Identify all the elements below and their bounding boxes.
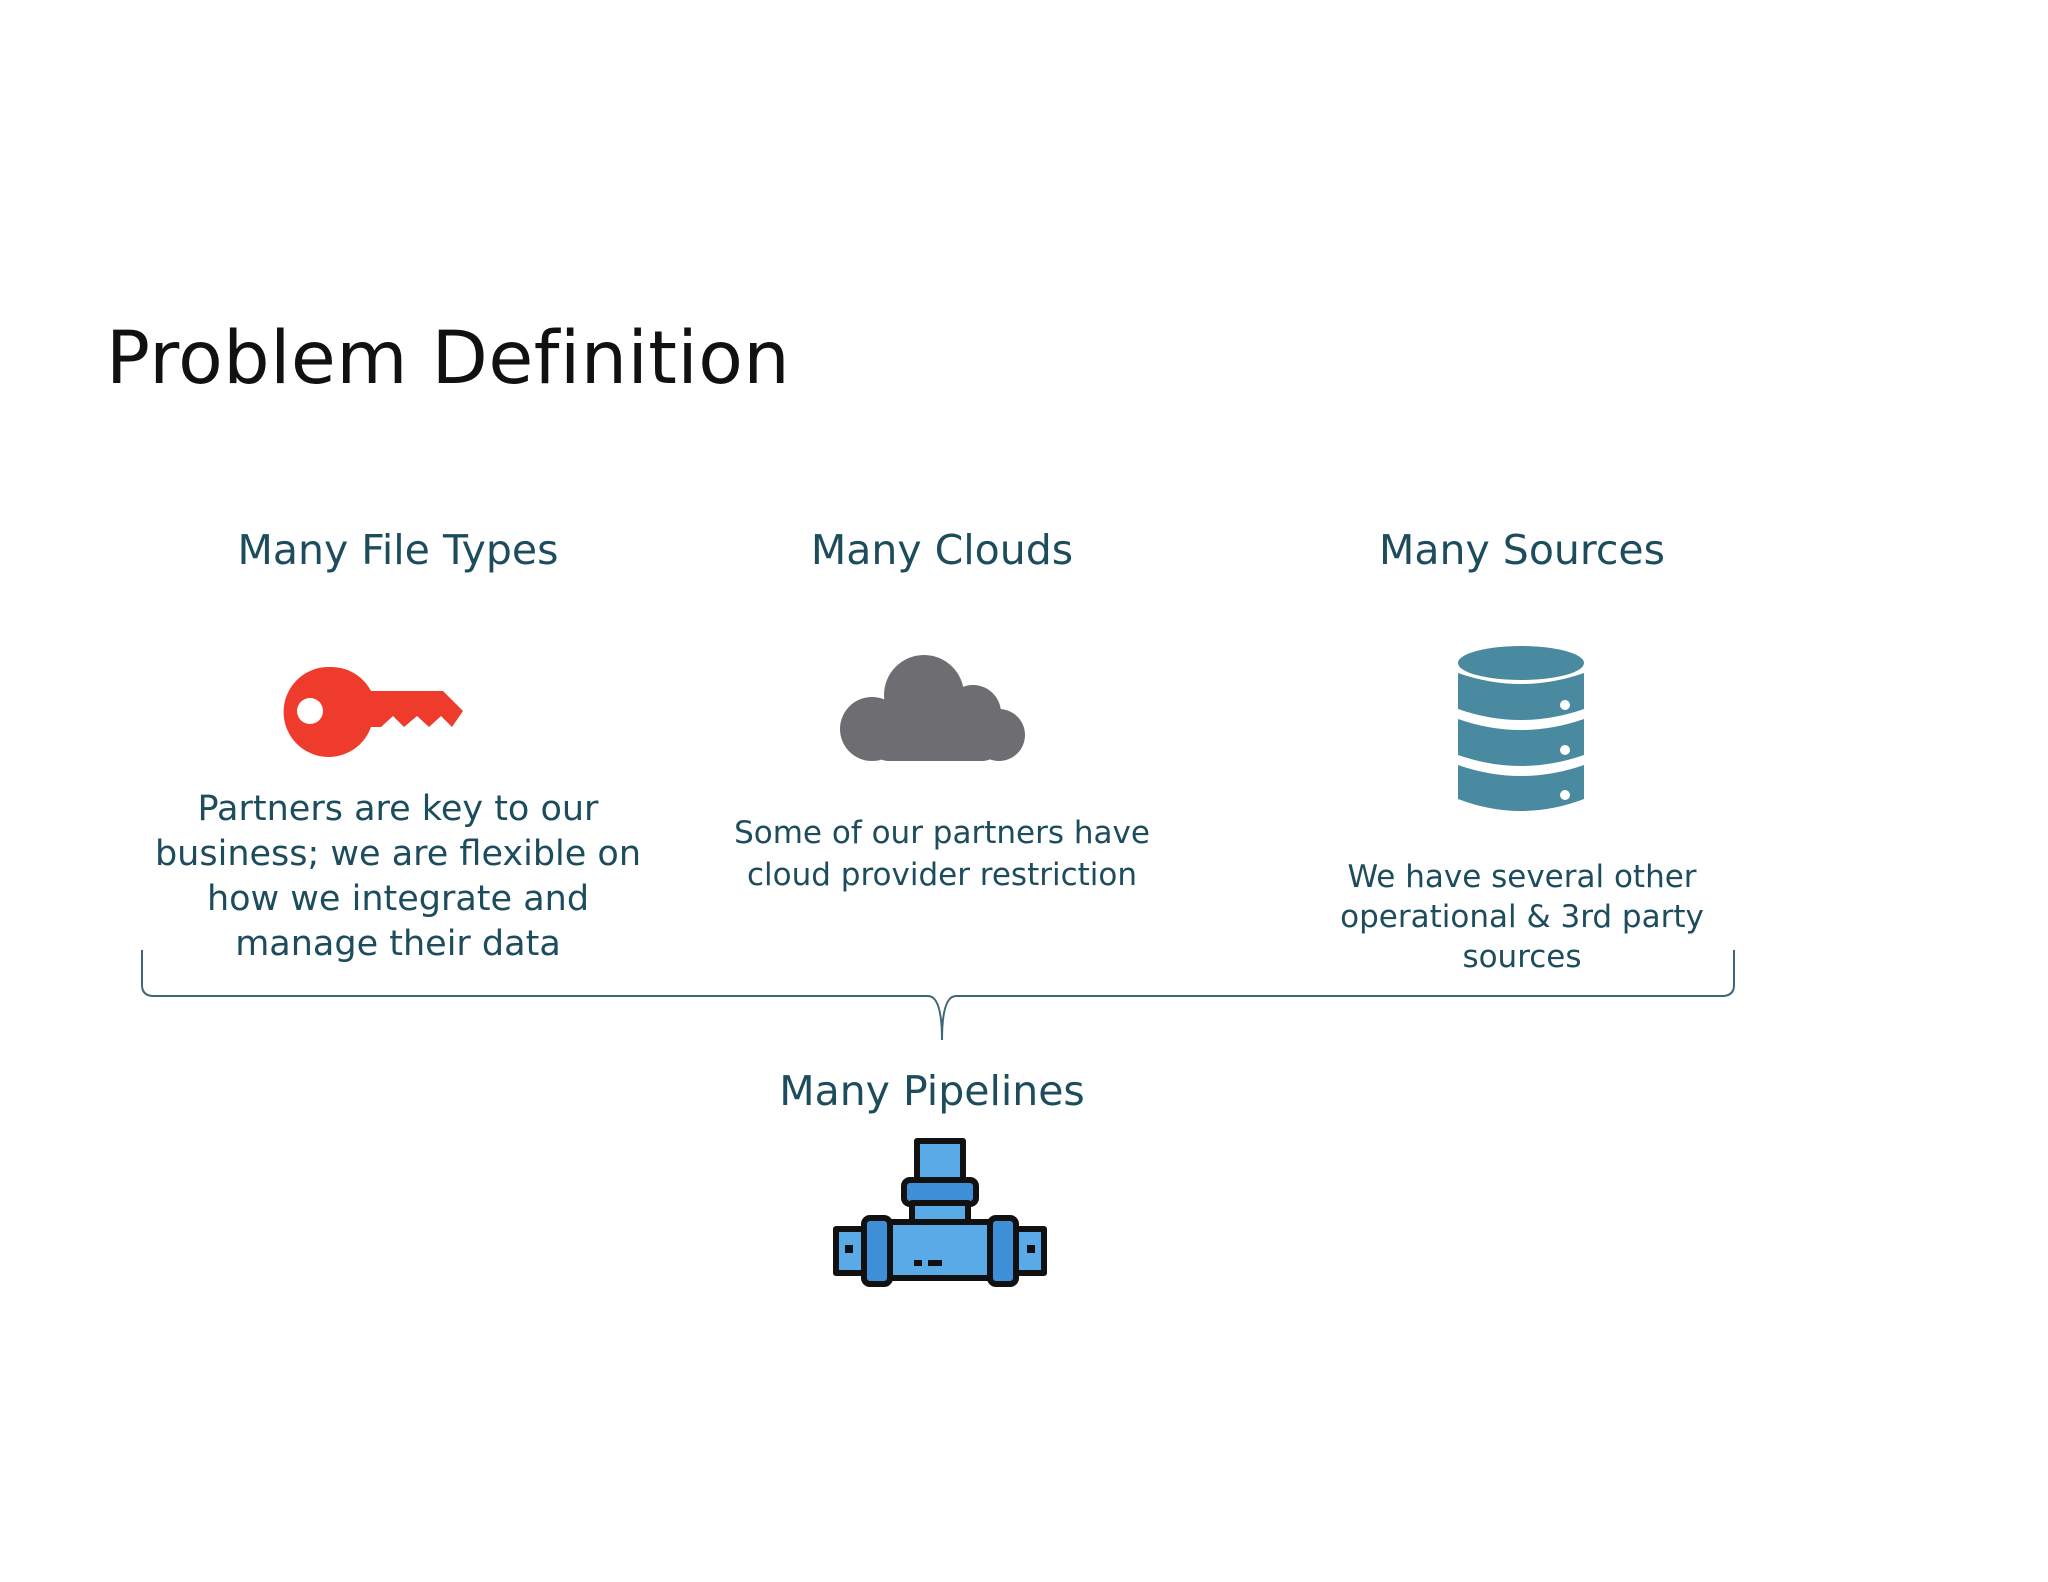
column-heading-file-types: Many File Types	[237, 526, 559, 574]
key-icon	[283, 666, 463, 757]
column-description-clouds: Some of our partners have cloud provider…	[734, 812, 1150, 896]
database-icon	[1458, 646, 1584, 811]
description-line: business; we are flexible on	[154, 834, 642, 874]
description-line: Partners are key to our	[197, 789, 599, 829]
column-heading-sources: Many Sources	[1379, 526, 1665, 574]
description-line: cloud provider restriction	[746, 857, 1138, 893]
column-heading-clouds: Many Clouds	[810, 526, 1074, 574]
pipe-fitting-icon	[833, 1138, 1047, 1287]
column-description-sources: We have several other operational & 3rd …	[1340, 857, 1704, 977]
description-line: how we integrate and	[206, 879, 590, 919]
page-title: Problem Definition	[106, 316, 791, 401]
description-line: manage their data	[235, 924, 561, 964]
description-line: sources	[1462, 939, 1582, 975]
description-line: We have several other	[1347, 859, 1697, 895]
description-line: operational & 3rd party	[1340, 899, 1704, 935]
result-heading: Many Pipelines	[779, 1067, 1085, 1115]
cloud-icon	[840, 655, 1025, 761]
column-description-file-types: Partners are key to our business; we are…	[155, 787, 641, 967]
description-line: Some of our partners have	[734, 815, 1150, 851]
